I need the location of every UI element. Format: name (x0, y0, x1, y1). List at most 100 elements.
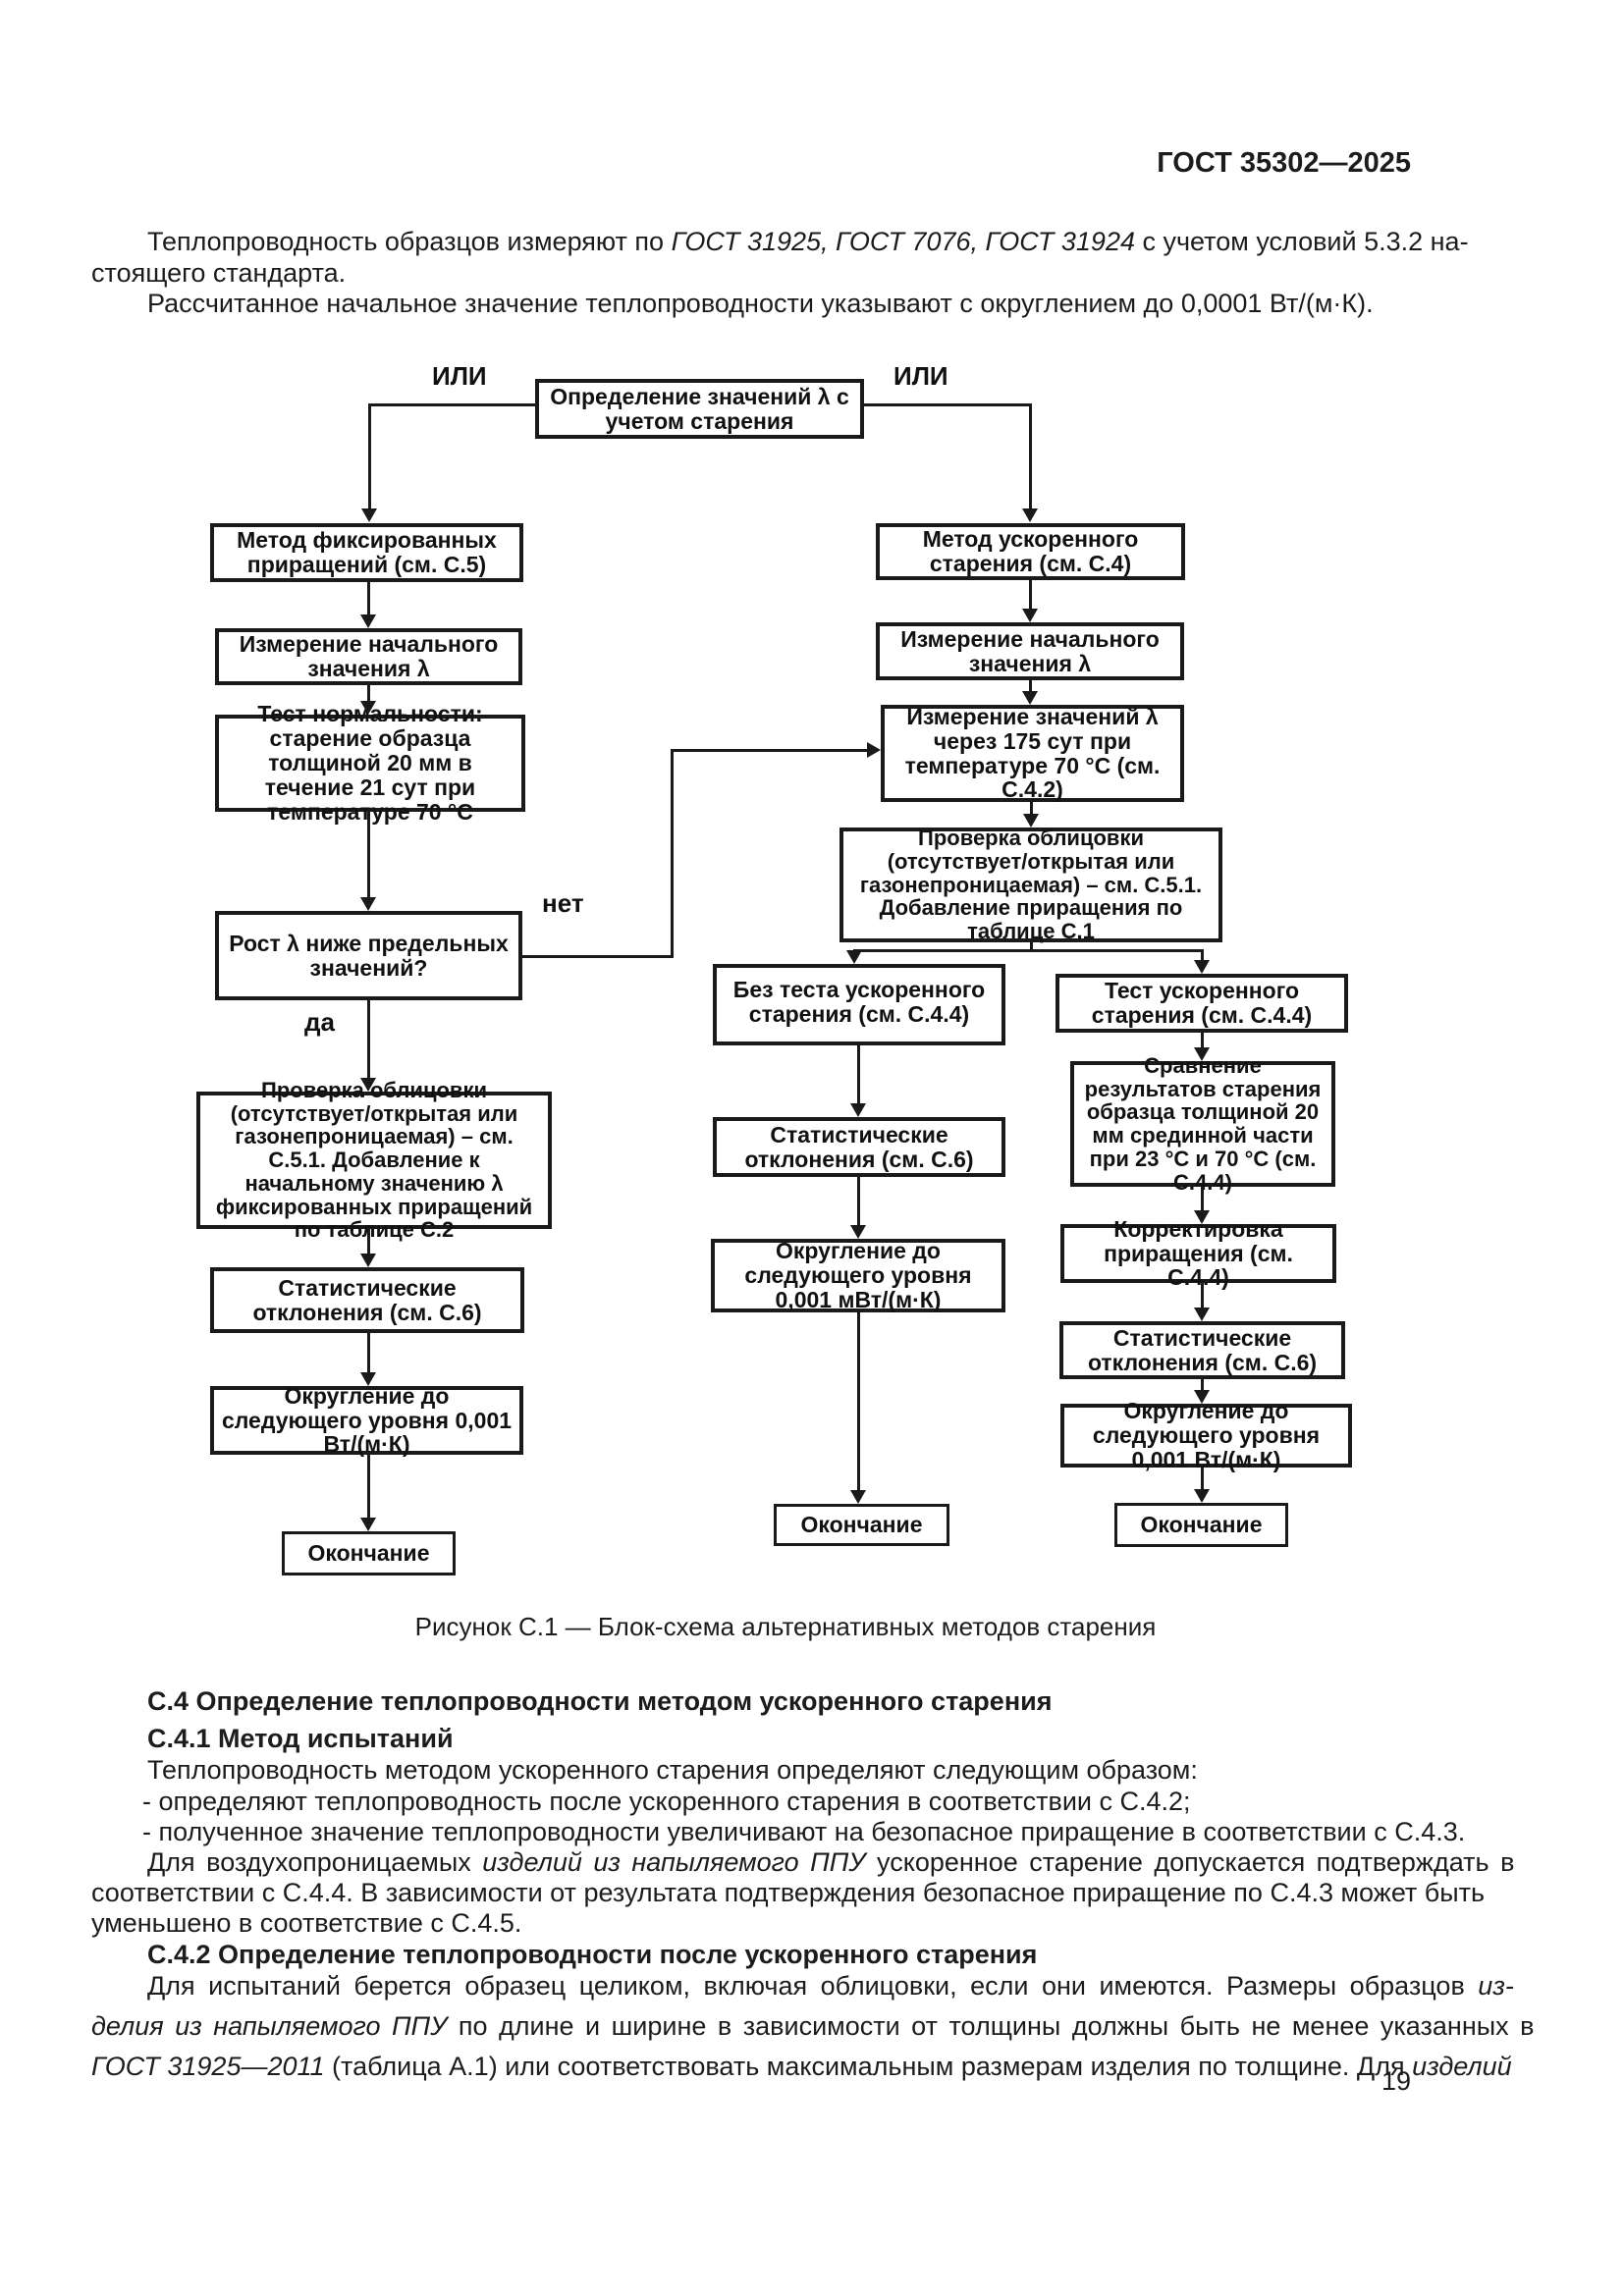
arrowhead-r3 (1022, 691, 1038, 705)
arrowhead-l6 (360, 1254, 376, 1267)
flowchart-node-statistical-deviations-right: Статистические отклонения (см. С.6) (1059, 1321, 1345, 1379)
connector-t4-t5 (1201, 1379, 1204, 1392)
arrowhead-l4 (360, 897, 376, 911)
connector-l5-l6 (367, 1229, 370, 1255)
or-label-left: ИЛИ (432, 361, 487, 391)
c41-line-4: Для воздухопроницаемых изделий из напыля… (147, 1847, 1514, 1878)
arrowhead-into-measure-175-days (867, 742, 881, 758)
arrowhead-l2 (360, 614, 376, 628)
c42-line-3: ГОСТ 31925—2011 (таблица А.1) или соотве… (91, 2052, 1512, 2082)
intro-line-1-post: с учетом условий 5.3.2 на- (1134, 227, 1469, 256)
c42-line-1: Для испытаний берется образец целиком, в… (147, 1971, 1514, 2002)
arrowhead-t5 (1194, 1390, 1210, 1404)
connector-l2-l3 (367, 685, 370, 703)
arrowhead-into-fixed-increments (361, 508, 377, 522)
arrowhead-r2 (1022, 609, 1038, 622)
flowchart-node-end-middle: Окончание (774, 1504, 949, 1546)
flowchart-node-facing-check-left: Проверка облицовки (отсутствует/открытая… (196, 1078, 552, 1242)
arrowhead-r4 (1023, 814, 1039, 828)
flowchart-node-statistical-deviations-left: Статистические отклонения (см. С.6) (210, 1267, 524, 1333)
c42-line-2-italic: делия из напыляемого ППУ (91, 2011, 448, 2041)
c42-line-1-pre: Для испытаний берется образец целиком, в… (147, 1971, 1479, 2001)
arrowhead-into-accelerated-method (1022, 508, 1038, 522)
flowchart-node-start: Определение значений λ с учетом старения (535, 379, 864, 439)
section-c41-heading: С.4.1 Метод испытаний (147, 1724, 454, 1753)
connector-l7-l8 (367, 1455, 370, 1519)
connector-l4-l5-yes (367, 1000, 370, 1080)
flowchart-node-growth-decision: Рост λ ниже предельных значений? (215, 911, 522, 1000)
intro-line-1-pre: Теплопроводность образцов измеряют по (147, 227, 672, 256)
flowchart-node-compare-results: Сравнение результатов старения образца т… (1070, 1053, 1335, 1194)
c41-line-4-pre: Для воздухопроницаемых (147, 1847, 483, 1877)
connector-split-horizontal (853, 949, 1204, 952)
arrowhead-m3 (850, 1225, 866, 1239)
arrowhead-t4 (1194, 1308, 1210, 1321)
connector-l6-l7 (367, 1333, 370, 1374)
connector-l3-l4 (367, 812, 370, 899)
c41-line-5: соответствии с С.4.4. В зависимости от р… (91, 1878, 1486, 1907)
flowchart-node-increment-correction: Корректировка приращения (см. С.4.4) (1060, 1216, 1336, 1290)
c42-line-3-mid: (таблица А.1) или соответствовать максим… (324, 2052, 1413, 2081)
c41-line-2: - определяют теплопроводность после уско… (142, 1787, 1191, 1816)
flowchart-node-end-right: Окончание (1114, 1503, 1288, 1547)
connector-t2-t3 (1201, 1187, 1204, 1212)
intro-line-3: Рассчитанное начальное значение теплопро… (147, 289, 1374, 318)
intro-line-2: стоящего стандарта. (91, 258, 347, 288)
c41-line-1: Теплопроводность методом ускоренного ста… (147, 1755, 1198, 1785)
section-c42-heading: С.4.2 Определение теплопроводности после… (147, 1940, 1038, 1969)
yes-label: да (304, 1007, 335, 1037)
connector-r2-r3 (1029, 680, 1032, 693)
or-label-right: ИЛИ (893, 361, 948, 391)
page-number: 19 (1380, 2066, 1411, 2096)
flowchart-node-rounding-left: Округление до следующего уровня 0,001 Вт… (210, 1383, 523, 1457)
arrowhead-t3 (1194, 1210, 1210, 1224)
c42-line-2-post: по длине и ширине в зависимости от толщи… (447, 2011, 1535, 2041)
flowchart-node-statistical-deviations-middle: Статистические отклонения (см. С.6) (713, 1117, 1005, 1177)
page-header-standard-number: ГОСТ 35302—2025 (1157, 147, 1411, 179)
connector-m1-m2 (857, 1045, 860, 1104)
flowchart-node-initial-measurement-right: Измерение начального значения λ (876, 622, 1184, 680)
connector-t1-t2 (1201, 1033, 1204, 1050)
no-label: нет (542, 888, 584, 918)
connector-l1-l2 (367, 582, 370, 616)
connector-split-right-vertical (1201, 949, 1204, 962)
flowchart-node-normality-test: Тест нормальности: старение образца толщ… (215, 702, 525, 824)
c41-line-4-post: ускоренное старение допускается подтверж… (865, 1847, 1515, 1877)
connector-no-horizontal-lower (522, 955, 674, 958)
connector-m3-m4 (857, 1312, 860, 1491)
arrowhead-l8 (360, 1518, 376, 1531)
connector-r4-split-stub (1030, 942, 1033, 952)
flowchart-node-rounding-right: Округление до следующего уровня 0,001 Вт… (1060, 1399, 1352, 1471)
flowchart-node-end-left: Окончание (282, 1531, 456, 1575)
connector-branch-left-horizontal (370, 403, 535, 406)
connector-t3-t4 (1201, 1283, 1204, 1309)
c42-line-1-italic: из- (1478, 1971, 1514, 2001)
c42-line-3-gost-ref: ГОСТ 31925—2011 (91, 2052, 325, 2081)
connector-no-horizontal-upper (671, 749, 867, 752)
flowchart-node-fixed-increments-method: Метод фиксированных приращений (см. С.5) (210, 523, 523, 582)
connector-branch-right-horizontal (862, 403, 1031, 406)
c41-line-6: уменьшено в соответствие с С.4.5. (91, 1908, 522, 1938)
section-c4-heading: С.4 Определение теплопроводности методом… (147, 1686, 1053, 1716)
intro-line-1-gost-refs: ГОСТ 31925, ГОСТ 7076, ГОСТ 31924 (671, 227, 1135, 256)
flowchart-node-accelerated-aging-test: Тест ускоренного старения (см. С.4.4) (1056, 974, 1348, 1033)
arrowhead-m1 (846, 950, 862, 964)
flowchart-node-accelerated-aging-method: Метод ускоренного старения (см. С.4) (876, 523, 1185, 580)
c42-line-2: делия из напыляемого ППУ по длине и шири… (91, 2011, 1534, 2042)
flowchart-node-without-accelerated-test: Без теста ускоренного старения (см. С.4.… (713, 964, 1005, 1045)
arrowhead-l5 (360, 1078, 376, 1092)
flowchart-node-facing-check-right: Проверка облицовки (отсутствует/открытая… (839, 827, 1222, 943)
connector-m2-m3 (857, 1177, 860, 1226)
flowchart-node-initial-measurement-left: Измерение начального значения λ (215, 628, 522, 685)
connector-no-vertical (671, 749, 674, 958)
c42-line-3-italic2: изделий (1412, 2052, 1512, 2081)
arrowhead-m2 (850, 1103, 866, 1117)
connector-r1-r2 (1029, 580, 1032, 611)
connector-branch-right-vertical (1029, 403, 1032, 510)
arrowhead-t6 (1194, 1489, 1210, 1503)
connector-branch-left-vertical (368, 403, 371, 510)
arrowhead-t1 (1194, 960, 1210, 974)
flowchart-node-measure-175-days: Измерение значений λ через 175 сут при т… (881, 704, 1184, 802)
figure-caption: Рисунок С.1 — Блок-схема альтернативных … (414, 1612, 1157, 1641)
